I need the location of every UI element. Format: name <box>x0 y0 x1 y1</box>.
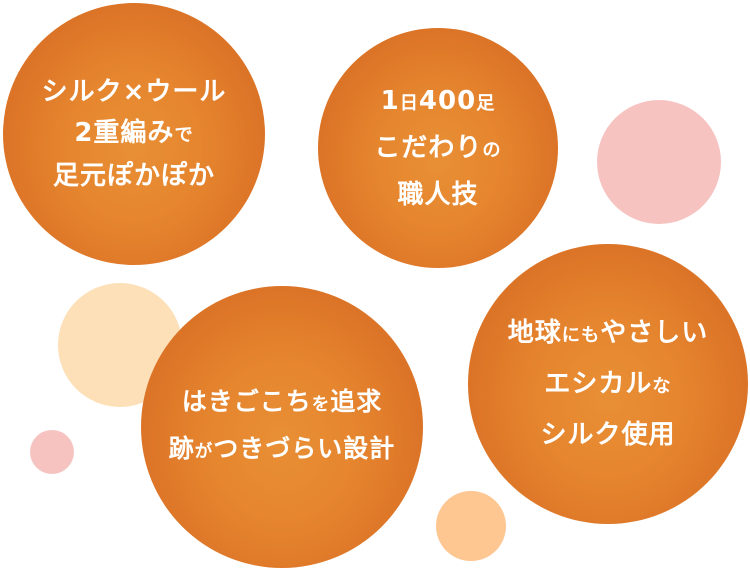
feature-bubble-silk-wool: シルク×ウール 2重編みで 足元ぽかぽか <box>3 3 265 265</box>
feature-bubble-ethical-silk: 地球にもやさしい エシカルな シルク使用 <box>468 244 748 524</box>
bubble-line: 跡がつきづらい設計 <box>168 434 396 463</box>
bubble-line: はきごこちを追求 <box>181 387 383 416</box>
bubble-line: 2重編みで <box>74 117 194 148</box>
peach-dot-small <box>436 491 506 561</box>
bubble-line: シルク使用 <box>540 420 676 450</box>
bubble-line: 足元ぽかぽか <box>52 160 215 191</box>
bubble-line: 1日400足 <box>380 86 496 116</box>
bubble-line: エシカルな <box>544 369 672 399</box>
feature-bubble-craftsmanship: 1日400足 こだわりの 職人技 <box>318 28 558 268</box>
pink-dot-large <box>597 100 721 224</box>
bubble-line: 地球にもやさしい <box>507 318 709 348</box>
pink-dot-small <box>30 430 74 474</box>
bubble-line: シルク×ウール <box>41 76 227 107</box>
bubble-line: 職人技 <box>397 180 479 210</box>
bubble-line: こだわりの <box>374 133 502 163</box>
feature-bubble-comfort: はきごこちを追求 跡がつきづらい設計 <box>141 286 423 568</box>
